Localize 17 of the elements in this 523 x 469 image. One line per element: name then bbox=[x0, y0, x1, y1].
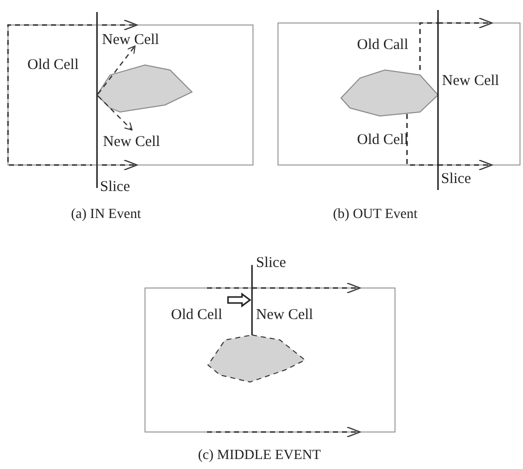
panel-caption: (c) MIDDLE EVENT bbox=[198, 447, 321, 465]
region-label: Old Cell bbox=[26, 56, 80, 74]
axis-label: Slice bbox=[256, 254, 286, 272]
axis-label: Slice bbox=[441, 170, 471, 188]
region-label: Old Cell bbox=[357, 131, 408, 149]
obstacle-shape bbox=[340, 69, 439, 116]
obstacle-shape bbox=[96, 64, 193, 113]
region-label: New Cell bbox=[256, 306, 314, 324]
region-label: New Cell bbox=[103, 133, 160, 151]
region-label: New Cell bbox=[442, 72, 500, 90]
region-label: New Cell bbox=[102, 31, 160, 49]
region-label: Old Cell bbox=[171, 306, 222, 324]
obstacle-shape bbox=[207, 334, 306, 383]
panel-caption: (a) IN Event bbox=[71, 206, 141, 224]
axis-label: Slice bbox=[100, 178, 130, 196]
region-label: Old Call bbox=[357, 36, 408, 54]
panel-caption: (b) OUT Event bbox=[333, 206, 418, 224]
